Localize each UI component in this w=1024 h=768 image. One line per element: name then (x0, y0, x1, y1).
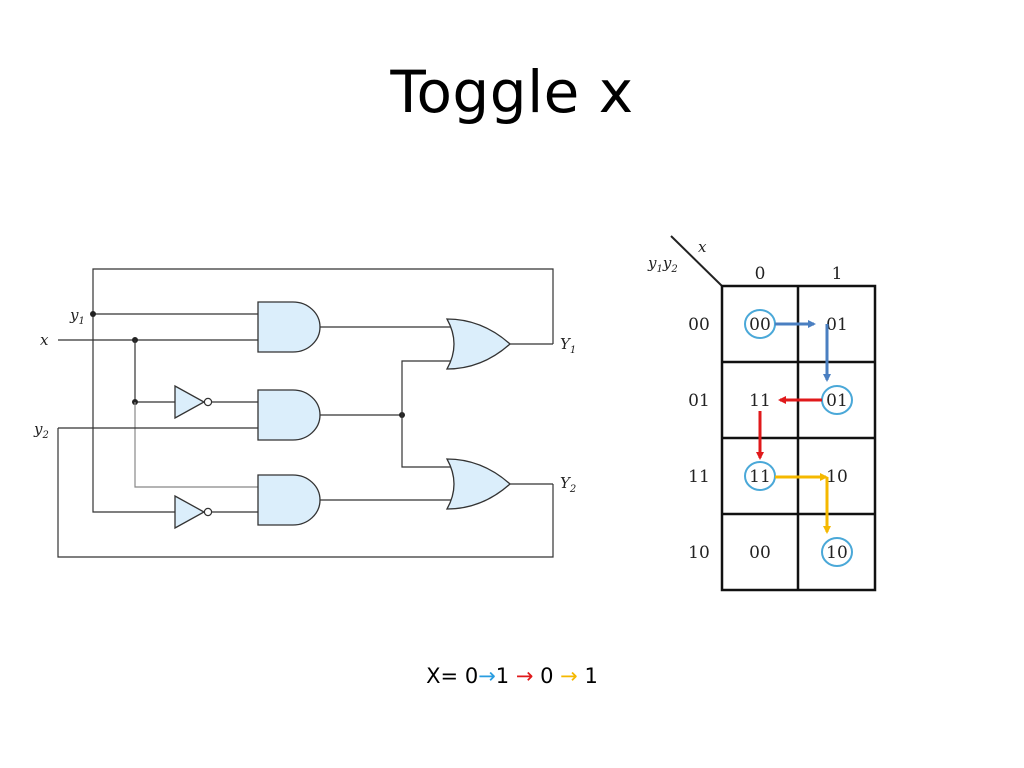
arrow-red-glyph: → (515, 664, 534, 688)
not-gate-1 (174, 384, 213, 420)
kmap-corner-diagonal (670, 235, 723, 287)
junction-y1 (90, 311, 96, 317)
caption-value: 0 (533, 664, 561, 688)
kmap-cell: 10 (826, 543, 848, 563)
logic-circuit: y1 x y2 Y1 Y2 (33, 268, 576, 558)
output-label-Y2: Y2 (560, 474, 576, 495)
not-gate-2 (174, 494, 213, 530)
and-gate-3 (257, 474, 321, 526)
k-map: y1y2 x 0 1 00 01 11 10 00 01 11 01 11 10… (647, 235, 877, 592)
kmap-cell: 10 (826, 467, 848, 487)
wire-y1-feedback (92, 268, 554, 513)
toggle-sequence-caption: X= 0→1 → 0 → 1 (0, 664, 1024, 688)
or-gate-1 (445, 318, 511, 370)
input-label-x: x (40, 331, 49, 349)
input-label-y1: y1 (69, 306, 85, 327)
kmap-cell: 11 (749, 467, 771, 487)
kmap-row-header: 11 (688, 467, 710, 487)
slide-title: Toggle x (390, 58, 634, 126)
caption-prefix: X= 0 (426, 664, 479, 688)
or-gate-2 (445, 458, 511, 510)
kmap-col-header: 0 (755, 264, 766, 284)
wire-x-branch (134, 340, 175, 403)
kmap-stable-circle (821, 537, 853, 567)
kmap-col-header: 1 (832, 264, 843, 284)
kmap-cell: 01 (826, 315, 848, 335)
kmap-cell: 00 (749, 315, 771, 335)
and-gate-2 (257, 389, 321, 441)
kmap-cell: 11 (749, 391, 771, 411)
arrow-blue-glyph: → (478, 664, 496, 688)
caption-value: 1 (495, 664, 516, 688)
output-label-Y1: Y1 (560, 335, 576, 356)
wire-y2-feedback (57, 428, 554, 558)
kmap-corner-row-var: y1y2 (647, 254, 678, 275)
and-gate-1 (257, 301, 321, 353)
input-label-y2: y2 (33, 420, 49, 441)
wire-and2-split (401, 360, 452, 468)
caption-value: 1 (577, 664, 598, 688)
kmap-row-header: 00 (688, 315, 710, 335)
wire-x-to-gate3 (134, 402, 258, 488)
arrow-yellow-glyph: → (560, 664, 578, 688)
kmap-cell: 01 (826, 391, 848, 411)
kmap-row-header: 01 (688, 391, 710, 411)
kmap-row-header: 10 (688, 543, 710, 563)
kmap-corner-col-var: x (698, 238, 707, 256)
kmap-cell: 00 (749, 543, 771, 563)
